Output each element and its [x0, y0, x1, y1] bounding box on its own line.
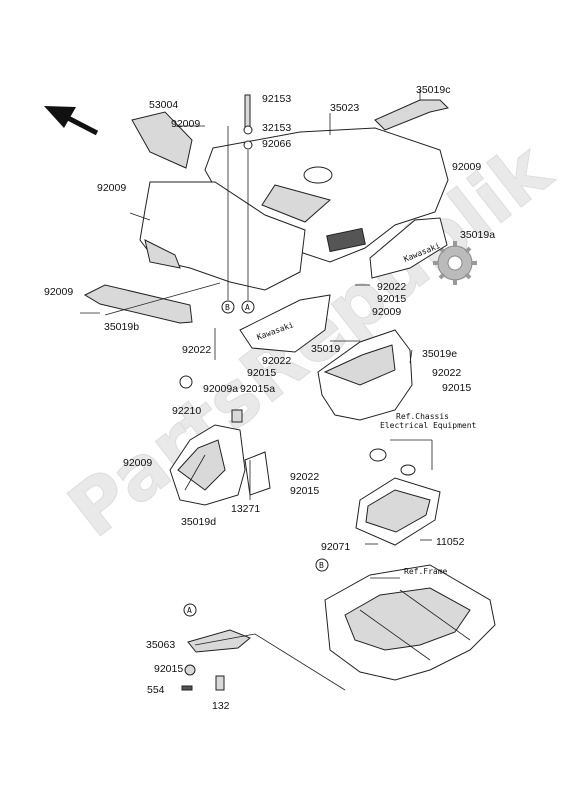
part-bolt-132: [215, 675, 225, 691]
callout-35019a: 35019a: [460, 229, 495, 241]
callout-92015-d: 92015: [290, 485, 319, 497]
callout-132: 132: [212, 700, 230, 712]
part-fender-left: [139, 181, 306, 291]
part-rail-35019b: [83, 284, 193, 324]
svg-text:B: B: [225, 303, 230, 312]
callout-92066: 92066: [262, 138, 291, 150]
part-bolt-92153: [244, 94, 251, 131]
callout-11052: 11052: [436, 536, 465, 548]
fender-cap: [303, 166, 333, 184]
part-relay: [369, 448, 387, 462]
frame-strut-1: [359, 609, 431, 661]
callout-92009-r2: 92009: [372, 306, 401, 318]
ref-frame: Ref.Frame: [404, 567, 448, 576]
arrow-up-left-icon: [44, 106, 99, 136]
part-washer-32153: [243, 125, 253, 135]
callout-92022-r3: 92022: [432, 367, 461, 379]
callout-13271: 13271: [231, 503, 260, 515]
part-nut-92015e: [184, 664, 196, 676]
callout-35019b: 35019b: [104, 321, 139, 333]
marker-a-bottom: A: [183, 603, 197, 617]
ref-chassis-line2: Electrical Equipment: [380, 421, 477, 430]
part-rail-35019c: [374, 99, 449, 131]
fender-vent: [326, 227, 366, 253]
svg-text:A: A: [245, 303, 250, 312]
callout-35019e: 35019e: [422, 348, 457, 360]
mudguard-inner: [323, 344, 396, 386]
callout-92009-d: 92009: [123, 457, 152, 469]
part-connector: [400, 464, 416, 476]
callout-92015-e: 92015: [154, 663, 183, 675]
leader-lines: [80, 90, 433, 691]
callout-92022-m: 92022: [182, 344, 211, 356]
part-panel-35019: [239, 294, 331, 353]
callout-92022-c: 92022: [262, 355, 291, 367]
callout-92015a: 92015a: [240, 383, 275, 395]
svg-text:A: A: [187, 606, 192, 615]
callout-92009-right: 92009: [452, 161, 481, 173]
part-side-panel-35019a: [369, 217, 448, 279]
fender-left-inner: [144, 239, 181, 269]
part-bracket-13271: [244, 451, 271, 496]
fender-tray: [261, 184, 332, 223]
callout-92071: 92071: [321, 541, 350, 553]
callout-92009a: 92009a: [203, 383, 238, 395]
marker-b-top: B: [221, 300, 235, 314]
callout-92009-top: 92009: [171, 118, 200, 130]
marker-a-top: A: [241, 300, 255, 314]
callout-92153: 92153: [262, 93, 291, 105]
svg-text:B: B: [319, 561, 324, 570]
callout-53004: 53004: [149, 99, 178, 111]
callout-35019c: 35019c: [416, 84, 450, 96]
callout-35019d: 35019d: [181, 516, 216, 528]
part-washer-92066: [243, 140, 253, 150]
callout-92022-d: 92022: [290, 471, 319, 483]
callout-92015-c: 92015: [247, 367, 276, 379]
marker-b-frame: B: [315, 558, 329, 572]
callout-32153: 32153: [262, 122, 291, 134]
part-grommet-92210: [179, 375, 193, 389]
gear-icon: [433, 241, 477, 285]
callout-92009-b: 92009: [44, 286, 73, 298]
callout-92022-r1: 92022: [377, 281, 406, 293]
callout-92210: 92210: [172, 405, 201, 417]
callout-92015-r1: 92015: [377, 293, 406, 305]
callout-35023: 35023: [330, 102, 359, 114]
callout-35063: 35063: [146, 639, 175, 651]
frame-inner: [344, 587, 471, 651]
callout-92009-left: 92009: [97, 182, 126, 194]
tray-inner: [365, 489, 431, 533]
callout-554: 554: [147, 684, 165, 696]
frame-strut-2: [399, 589, 471, 641]
callout-92015-r3: 92015: [442, 382, 471, 394]
mudguard-d-inner: [177, 439, 226, 491]
ref-chassis-line1: Ref.Chassis: [396, 412, 449, 421]
part-clip-13271: [231, 409, 243, 423]
callout-35019: 35019: [311, 343, 340, 355]
part-clip-554: [181, 685, 193, 691]
